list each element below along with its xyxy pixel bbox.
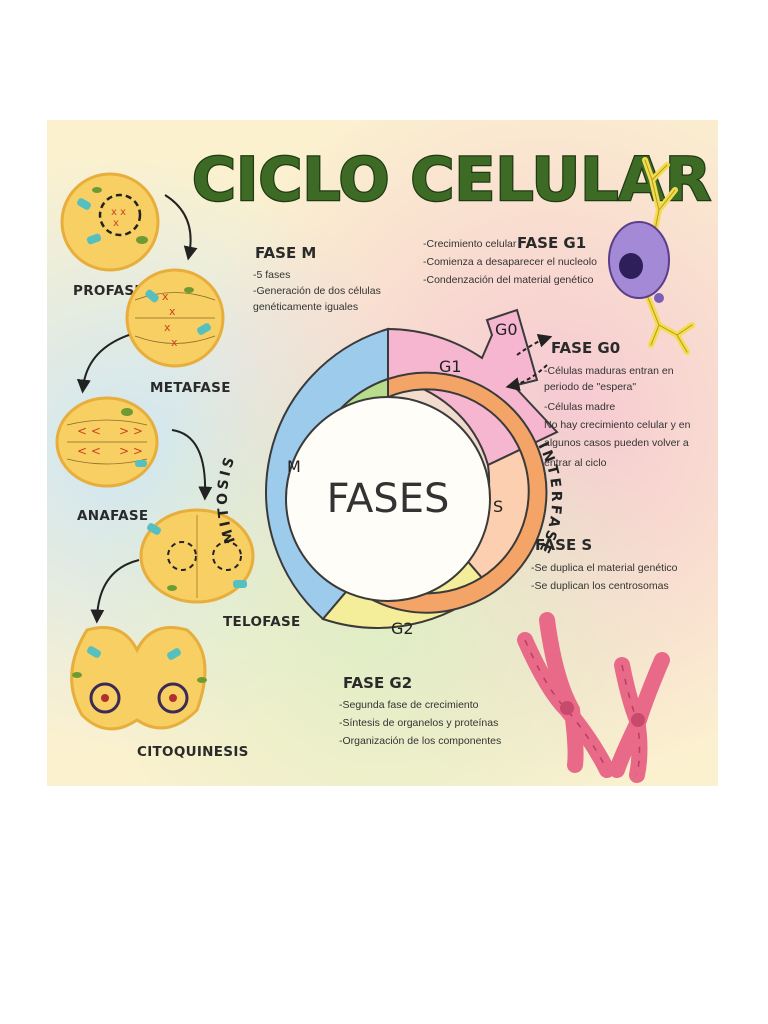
poster-title: CICLO CELULAR — [192, 145, 711, 215]
phase-g1-line: -Crecimiento celular — [423, 238, 517, 250]
arrow-anafase-telofase — [171, 429, 213, 501]
label-mitosis: MITOSIS — [215, 453, 239, 546]
poster-canvas: CICLO CELULAR x x x PROFASE x x x x — [47, 120, 718, 786]
phase-m-line: genéticamente iguales — [253, 301, 358, 313]
phase-g1-heading: FASE G1 — [517, 234, 586, 252]
phase-g2-heading: FASE G2 — [343, 674, 412, 692]
cycle-ring: MITOSIS INTERFASE M G1 G0 S G2 FASES — [215, 308, 561, 638]
label-g0: G0 — [495, 320, 518, 339]
stage-label-telofase: TELOFASE — [223, 614, 301, 630]
phase-s-block: FASE S -Se duplica el material genético … — [531, 536, 678, 592]
phase-s-line: -Se duplica el material genético — [531, 562, 678, 574]
phase-m-block: FASE M -5 fases -Generación de dos célul… — [253, 244, 381, 313]
phase-g2-line: -Organización de los componentes — [339, 735, 501, 747]
profase-cell: x x x — [60, 172, 160, 272]
phase-s-line: -Se duplican los centrosomas — [531, 580, 669, 592]
phase-g2-line: -Segunda fase de crecimiento — [339, 699, 479, 711]
phase-g0-line: -Células madre — [544, 401, 615, 413]
phase-m-line: -5 fases — [253, 269, 290, 281]
stage-label-citoquinesis: CITOQUINESIS — [137, 744, 249, 760]
svg-text:x: x — [169, 305, 176, 318]
anafase-cell: < < < < > > > > — [55, 396, 159, 488]
label-g1: G1 — [439, 357, 462, 376]
neuron-illustration — [608, 157, 695, 355]
phase-m-heading: FASE M — [255, 244, 316, 262]
svg-text:x: x — [162, 290, 169, 303]
arrow-profase-metafase — [164, 194, 198, 261]
label-g2: G2 — [391, 619, 414, 638]
phase-g1-block: FASE G1 -Crecimiento celular -Comienza a… — [423, 234, 597, 286]
label-s: S — [493, 497, 503, 516]
stage-label-anafase: ANAFASE — [77, 508, 148, 524]
cell-cycle-poster: CICLO CELULAR x x x PROFASE x x x x — [47, 120, 718, 786]
chromosome-illustration — [517, 612, 670, 783]
svg-text:x: x — [164, 321, 171, 334]
svg-text:x x: x x — [111, 207, 126, 218]
svg-text:< <: < < — [77, 444, 101, 458]
phase-g1-line: -Condenzación del material genético — [423, 274, 594, 286]
phase-g0-line: No hay crecimiento celular y en — [544, 419, 691, 431]
citoquinesis-cell — [70, 626, 207, 731]
svg-text:x: x — [171, 336, 178, 349]
stage-label-profase: PROFASE — [73, 283, 144, 299]
arrow-metafase-anafase — [76, 334, 130, 394]
phase-g1-line: -Comienza a desaparecer el nucleolo — [423, 256, 597, 268]
svg-text:> >: > > — [119, 444, 143, 458]
telofase-cell — [139, 508, 255, 604]
phase-g0-line: entrar al ciclo — [544, 457, 607, 469]
phase-g0-block: FASE G0 -Células maduras entran en perio… — [544, 339, 691, 469]
arrow-telofase-citoquinesis — [90, 559, 140, 624]
metafase-cell: x x x x — [125, 268, 225, 368]
phase-g0-line: algunos casos pueden volver a — [544, 437, 689, 449]
phase-s-heading: FASE S — [535, 536, 592, 554]
stage-label-metafase: METAFASE — [150, 380, 231, 396]
svg-text:x: x — [113, 218, 119, 229]
svg-text:> >: > > — [119, 424, 143, 438]
g0-exchange-arrows — [505, 334, 553, 392]
phase-g0-line: periodo de "espera" — [544, 381, 636, 393]
phase-m-line: -Generación de dos células — [253, 285, 381, 297]
phase-g2-block: FASE G2 -Segunda fase de crecimiento -Sí… — [339, 674, 501, 747]
phase-g0-line: -Células maduras entran en — [544, 365, 674, 377]
ring-center — [285, 396, 491, 602]
svg-text:< <: < < — [77, 424, 101, 438]
phase-g2-line: -Síntesis de organelos y proteínas — [339, 717, 498, 729]
center-label: FASES — [327, 476, 450, 522]
label-m: M — [287, 457, 301, 476]
phase-g0-heading: FASE G0 — [551, 339, 620, 357]
